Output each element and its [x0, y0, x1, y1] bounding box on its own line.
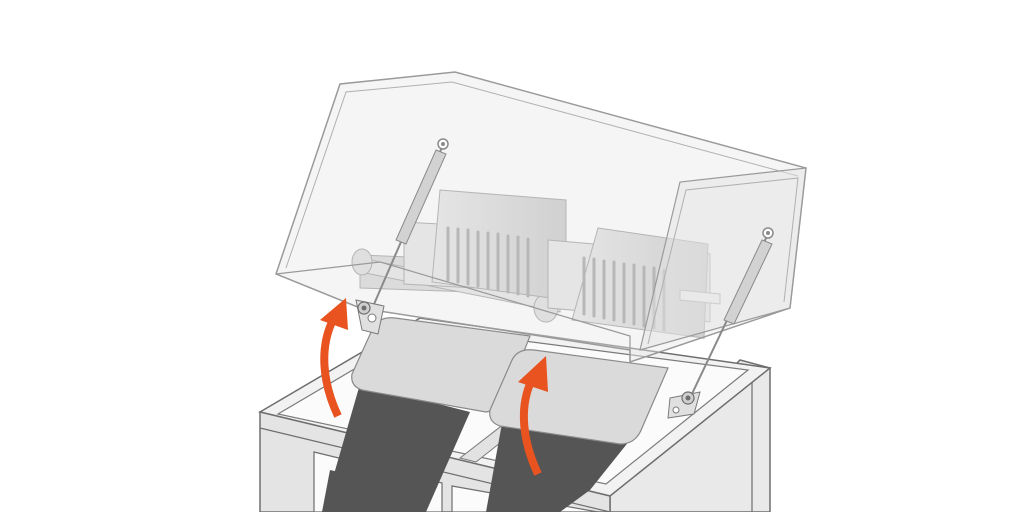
hinge-bracket-left-icon — [355, 299, 385, 335]
cover-side-panel — [639, 167, 807, 351]
transparent-cover — [275, 71, 807, 364]
gas-strut-left-icon — [367, 138, 449, 319]
belt-window-left — [322, 470, 418, 512]
heatsink-left-fins — [446, 226, 530, 298]
cover-side-panel-inner — [647, 177, 799, 345]
gas-strut-right-icon — [689, 227, 774, 399]
cover-bottom-lip — [275, 261, 631, 362]
lift-arrow-left — [320, 298, 348, 418]
roller-end-left — [351, 248, 373, 276]
lift-arrow-right — [518, 356, 548, 476]
cover-inner-edge — [285, 81, 799, 269]
mechanism — [351, 189, 721, 339]
hinge-bracket-right-icon — [667, 391, 701, 419]
